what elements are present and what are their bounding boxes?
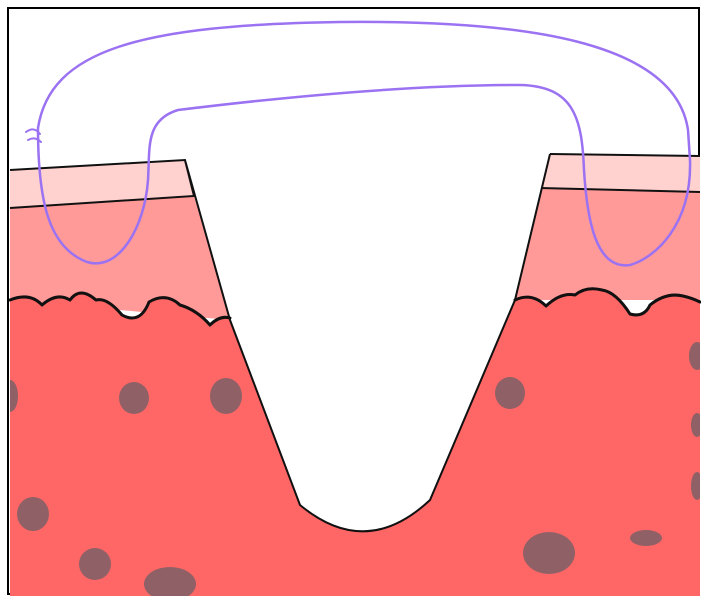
diagram-frame (0, 0, 701, 596)
wound-suture-diagram (0, 0, 701, 596)
